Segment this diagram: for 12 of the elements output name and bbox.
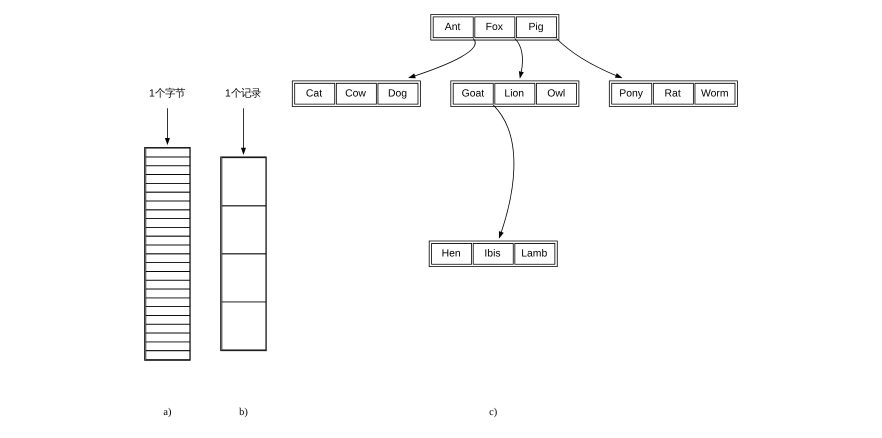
arrow <box>514 38 524 79</box>
node-text: 1个记录 <box>225 88 261 100</box>
node-box: Hen Ibis Lamb <box>428 240 558 268</box>
arrow <box>408 38 476 78</box>
arrow <box>164 108 170 146</box>
arrow <box>240 108 246 155</box>
arrow <box>556 38 623 78</box>
arrow <box>492 104 514 239</box>
node-text: 1个字节 <box>149 88 185 100</box>
label: b) <box>239 407 248 418</box>
label: a) <box>163 407 172 418</box>
label: c) <box>489 407 498 418</box>
